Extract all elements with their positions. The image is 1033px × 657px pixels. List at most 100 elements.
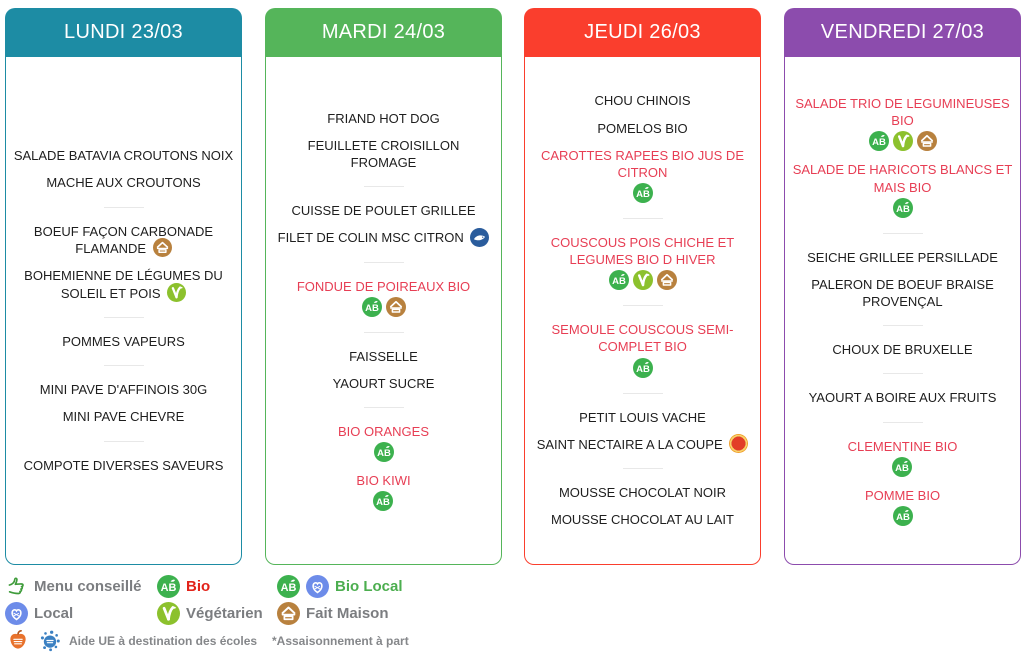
menu-item-text: MINI PAVE CHEVRE bbox=[62, 409, 185, 425]
aop-icon bbox=[729, 434, 749, 454]
legend-item: AB Bio Local bbox=[277, 574, 403, 599]
menu-item-text: SALADE DE HARICOTS BLANCS ET MAIS BIO bbox=[792, 162, 1013, 195]
menu-item-text: SALADE TRIO DE LEGUMINEUSES BIO bbox=[795, 96, 1010, 129]
bio-icon: AB bbox=[632, 182, 653, 203]
menu-item: CLEMENTINE BIO AB bbox=[847, 438, 958, 477]
menu-item-text: CLEMENTINE BIO bbox=[847, 438, 958, 454]
item-badges: AB bbox=[848, 456, 958, 477]
legend-item: Local bbox=[5, 601, 73, 626]
menu-item-text: FONDUE DE POIREAUX BIO bbox=[296, 278, 471, 294]
legend-item: Fait Maison bbox=[277, 601, 389, 626]
day-title: LUNDI 23/03 bbox=[64, 21, 183, 43]
day-header: JEUDI 26/03 bbox=[524, 8, 761, 57]
menu-item-text: POMMES VAPEURS bbox=[62, 334, 185, 350]
day-header: LUNDI 23/03 bbox=[5, 8, 242, 57]
menu-item-text: COUSCOUS POIS CHICHE ET LEGUMES BIO D HI… bbox=[550, 234, 735, 268]
group-divider bbox=[103, 206, 144, 208]
svg-text:AB: AB bbox=[896, 463, 910, 474]
day-column-lundi: LUNDI 23/03 SALADE BATAVIA CROUTONS NOIX… bbox=[5, 8, 242, 565]
bio-icon: AB bbox=[892, 456, 913, 477]
group-divider bbox=[882, 232, 923, 234]
svg-text:AB: AB bbox=[636, 363, 650, 374]
menu-item: YAOURT SUCRE bbox=[333, 375, 435, 392]
menu-item: CHOUX DE BRUXELLE bbox=[832, 341, 972, 358]
group-divider bbox=[103, 365, 144, 367]
fait-maison-icon bbox=[277, 602, 300, 625]
menu-item-text: FILET DE COLIN MSC CITRON bbox=[278, 227, 490, 247]
menu-item-text: CUISSE DE POULET GRILLEE bbox=[291, 202, 476, 218]
bio-icon: AB bbox=[361, 296, 382, 317]
menu-item-text: CAROTTES RAPEES BIO JUS DE CITRON bbox=[541, 147, 744, 180]
menu-item-text: BIO KIWI bbox=[356, 473, 411, 489]
fait-maison-icon bbox=[656, 270, 677, 291]
day-panel: FRIAND HOT DOG FEUILLETE CROISILLON FROMA… bbox=[265, 57, 502, 565]
bio-icon: AB bbox=[373, 442, 394, 463]
bio-icon: AB bbox=[892, 197, 913, 218]
menu-item-text: BOEUF FAÇON CARBONADE FLAMANDE bbox=[33, 223, 214, 258]
menu-item-text: SEMOULE COUSCOUS SEMI-COMPLET BIO bbox=[551, 322, 734, 355]
menu-item: MOUSSE CHOCOLAT AU LAIT bbox=[551, 511, 734, 528]
legend-label: Menu conseillé bbox=[34, 578, 142, 595]
menu-item: MINI PAVE CHEVRE bbox=[63, 408, 185, 425]
group-divider bbox=[622, 468, 663, 470]
group-divider bbox=[363, 331, 404, 333]
menu-item: SALADE BATAVIA CROUTONS NOIX bbox=[14, 147, 233, 164]
menu-item: CAROTTES RAPEES BIO JUS DE CITRON AB bbox=[532, 147, 753, 203]
menu-item: FONDUE DE POIREAUX BIO AB bbox=[297, 278, 470, 317]
menu-item: MOUSSE CHOCOLAT NOIR bbox=[559, 484, 726, 501]
day-title: JEUDI 26/03 bbox=[584, 21, 701, 43]
svg-text:AB: AB bbox=[281, 582, 297, 594]
legend-item: Végétarien bbox=[157, 601, 263, 626]
group-divider bbox=[622, 217, 663, 219]
menu-item: BIO ORANGES AB bbox=[337, 423, 430, 463]
menu-item-text: BIO ORANGES bbox=[337, 424, 430, 440]
item-badges: AB bbox=[338, 442, 429, 463]
fruit-ue-icon bbox=[5, 628, 31, 654]
menu-item-text: YAOURT SUCRE bbox=[332, 376, 435, 392]
item-badges: AB bbox=[532, 270, 753, 291]
svg-text:AB: AB bbox=[612, 276, 626, 287]
group-divider bbox=[882, 325, 923, 327]
local-icon bbox=[5, 602, 28, 625]
group-divider bbox=[622, 392, 663, 394]
menu-item: CUISSE DE POULET GRILLEE bbox=[292, 202, 476, 219]
menu-item: PALERON DE BOEUF BRAISE PROVENÇAL bbox=[792, 276, 1013, 310]
bio-icon: AB bbox=[373, 491, 394, 512]
svg-text:AB: AB bbox=[365, 303, 379, 314]
menu-item: MINI PAVE D'AFFINOIS 30G bbox=[40, 381, 207, 398]
legend-label: Bio Local bbox=[335, 578, 403, 595]
day-title: VENDREDI 27/03 bbox=[820, 21, 985, 43]
svg-text:AB: AB bbox=[636, 189, 650, 200]
fait-maison-icon bbox=[916, 131, 937, 152]
item-badges: AB bbox=[356, 491, 410, 512]
group-divider bbox=[622, 305, 663, 307]
menu-item-text: MINI PAVE D'AFFINOIS 30G bbox=[39, 382, 208, 398]
svg-text:AB: AB bbox=[377, 448, 391, 459]
menu-item: SEICHE GRILLEE PERSILLADE bbox=[807, 249, 998, 266]
group-divider bbox=[363, 407, 404, 409]
menu-item: PETIT LOUIS VACHE bbox=[579, 409, 706, 426]
msc-icon bbox=[470, 227, 490, 247]
legend-label: *Assaisonnement à part bbox=[272, 633, 409, 648]
menu-item: SAINT NECTAIRE A LA COUPE bbox=[537, 434, 749, 454]
legend-item: *Assaisonnement à part bbox=[272, 628, 409, 653]
group-divider bbox=[882, 373, 923, 375]
menu-item: BOEUF FAÇON CARBONADE FLAMANDE bbox=[13, 223, 234, 258]
legend-item: Menu conseillé bbox=[5, 574, 142, 599]
menu-item-text: MOUSSE CHOCOLAT NOIR bbox=[558, 485, 727, 501]
day-header: MARDI 24/03 bbox=[265, 8, 502, 57]
legend-label: Local bbox=[34, 605, 74, 622]
menu-item: FILET DE COLIN MSC CITRON bbox=[278, 227, 490, 247]
menu-item-text: FEUILLETE CROISILLON FROMAGE bbox=[307, 137, 460, 170]
legend-item: Aide UE à destination des écoles bbox=[5, 628, 257, 653]
menu-item: FRIAND HOT DOG bbox=[327, 110, 439, 127]
menu-item-text: POMELOS BIO bbox=[597, 120, 688, 136]
vegetarien-icon bbox=[632, 270, 653, 291]
vegetarien-icon bbox=[157, 602, 180, 625]
menu-item-text: POMME BIO bbox=[864, 487, 941, 503]
